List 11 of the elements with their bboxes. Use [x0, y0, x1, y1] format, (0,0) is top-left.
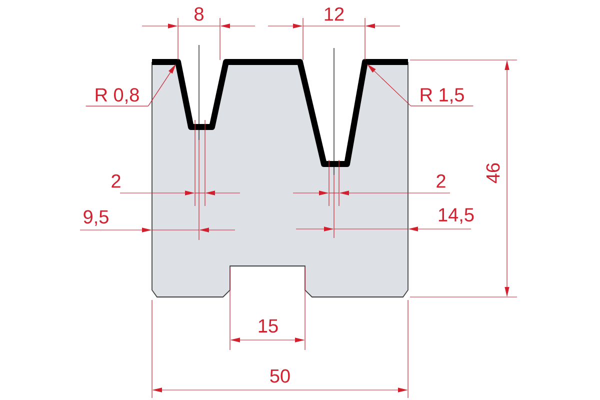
radius-callout: R 0,8 [86, 88, 148, 106]
radius-callout: R 1,5 [410, 88, 474, 106]
dimension-label: 15 [258, 319, 278, 333]
dimension-label: 14,5 [438, 208, 474, 224]
dimension-label: 12 [324, 7, 344, 21]
dimension-label: 50 [270, 369, 290, 383]
dimension-label: 2 [436, 174, 446, 188]
dimension-label: 9,5 [84, 210, 108, 226]
dimension-label: 2 [112, 174, 120, 188]
dimension-label: 46 [486, 163, 500, 184]
dimension-label: 8 [194, 7, 204, 21]
